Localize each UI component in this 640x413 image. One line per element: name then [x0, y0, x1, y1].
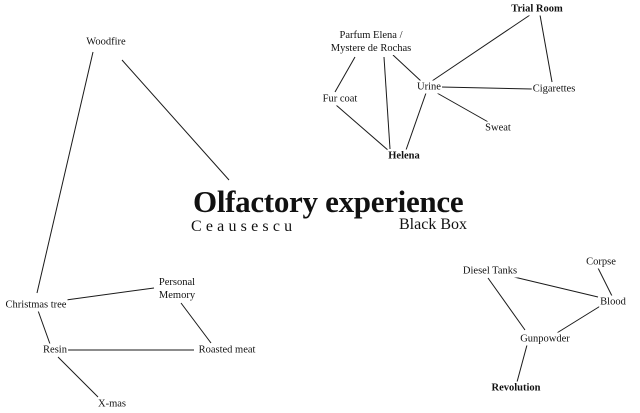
edge-corpse-blood — [597, 267, 613, 297]
edge-diesel-tanks-blood — [513, 276, 599, 298]
edge-parfum-fur-coat — [334, 56, 356, 93]
node-fur-coat: Fur coat — [321, 92, 359, 106]
edge-gunpowder-revolution — [516, 344, 528, 383]
node-urine: Urine — [416, 80, 442, 94]
node-parfum-elena-label: Parfum Elena / Mystere de Rochas — [330, 30, 412, 54]
node-revolution: Revolution — [490, 381, 542, 395]
edge-urine-trial-room — [431, 14, 531, 82]
node-trial-room: Trial Room — [510, 2, 564, 16]
node-blood: Blood — [599, 295, 627, 309]
edge-christmas-tree-personal-memory — [65, 287, 155, 301]
diagram-title: Olfactory experience — [193, 184, 464, 219]
edge-urine-cigarettes — [440, 86, 533, 90]
node-woodfire: Woodfire — [85, 35, 127, 49]
edge-resin-x-mas — [57, 356, 99, 398]
edge-parfum-urine — [392, 54, 423, 83]
node-gunpowder: Gunpowder — [519, 332, 571, 346]
node-personal-memory: Personal Memory — [157, 276, 197, 302]
node-roasted-meat: Roasted meat — [197, 343, 257, 357]
node-x-mas: X-mas — [97, 397, 127, 411]
edge-personal-memory-roasted-meat — [180, 302, 212, 344]
node-cigarettes: Cigarettes — [531, 82, 577, 96]
edge-woodfire-title — [121, 59, 230, 181]
edge-woodfire-christmas-tree — [36, 51, 94, 294]
subtitle-black-box: Black Box — [399, 216, 467, 233]
edge-urine-helena — [405, 92, 427, 151]
edge-diesel-tanks-gunpowder — [487, 277, 526, 331]
subtitle-ceausescu: Ceausescu — [191, 218, 297, 235]
node-personal-memory-label: Personal Memory — [158, 277, 196, 301]
edge-urine-sweat — [436, 92, 491, 124]
node-parfum-elena: Parfum Elena / Mystere de Rochas — [329, 29, 413, 55]
node-resin: Resin — [42, 343, 68, 357]
edge-fur-coat-helena — [335, 104, 390, 152]
node-sweat: Sweat — [484, 121, 512, 135]
node-diesel-tanks: Diesel Tanks — [461, 264, 519, 278]
node-corpse: Corpse — [585, 255, 617, 269]
node-helena: Helena — [387, 149, 421, 163]
edge-christmas-tree-resin — [35, 304, 51, 345]
edge-blood-gunpowder — [551, 304, 603, 337]
node-christmas-tree: Christmas tree — [4, 298, 68, 312]
edge-trial-room-cigarettes — [539, 14, 553, 83]
edge-parfum-helena — [383, 56, 391, 150]
